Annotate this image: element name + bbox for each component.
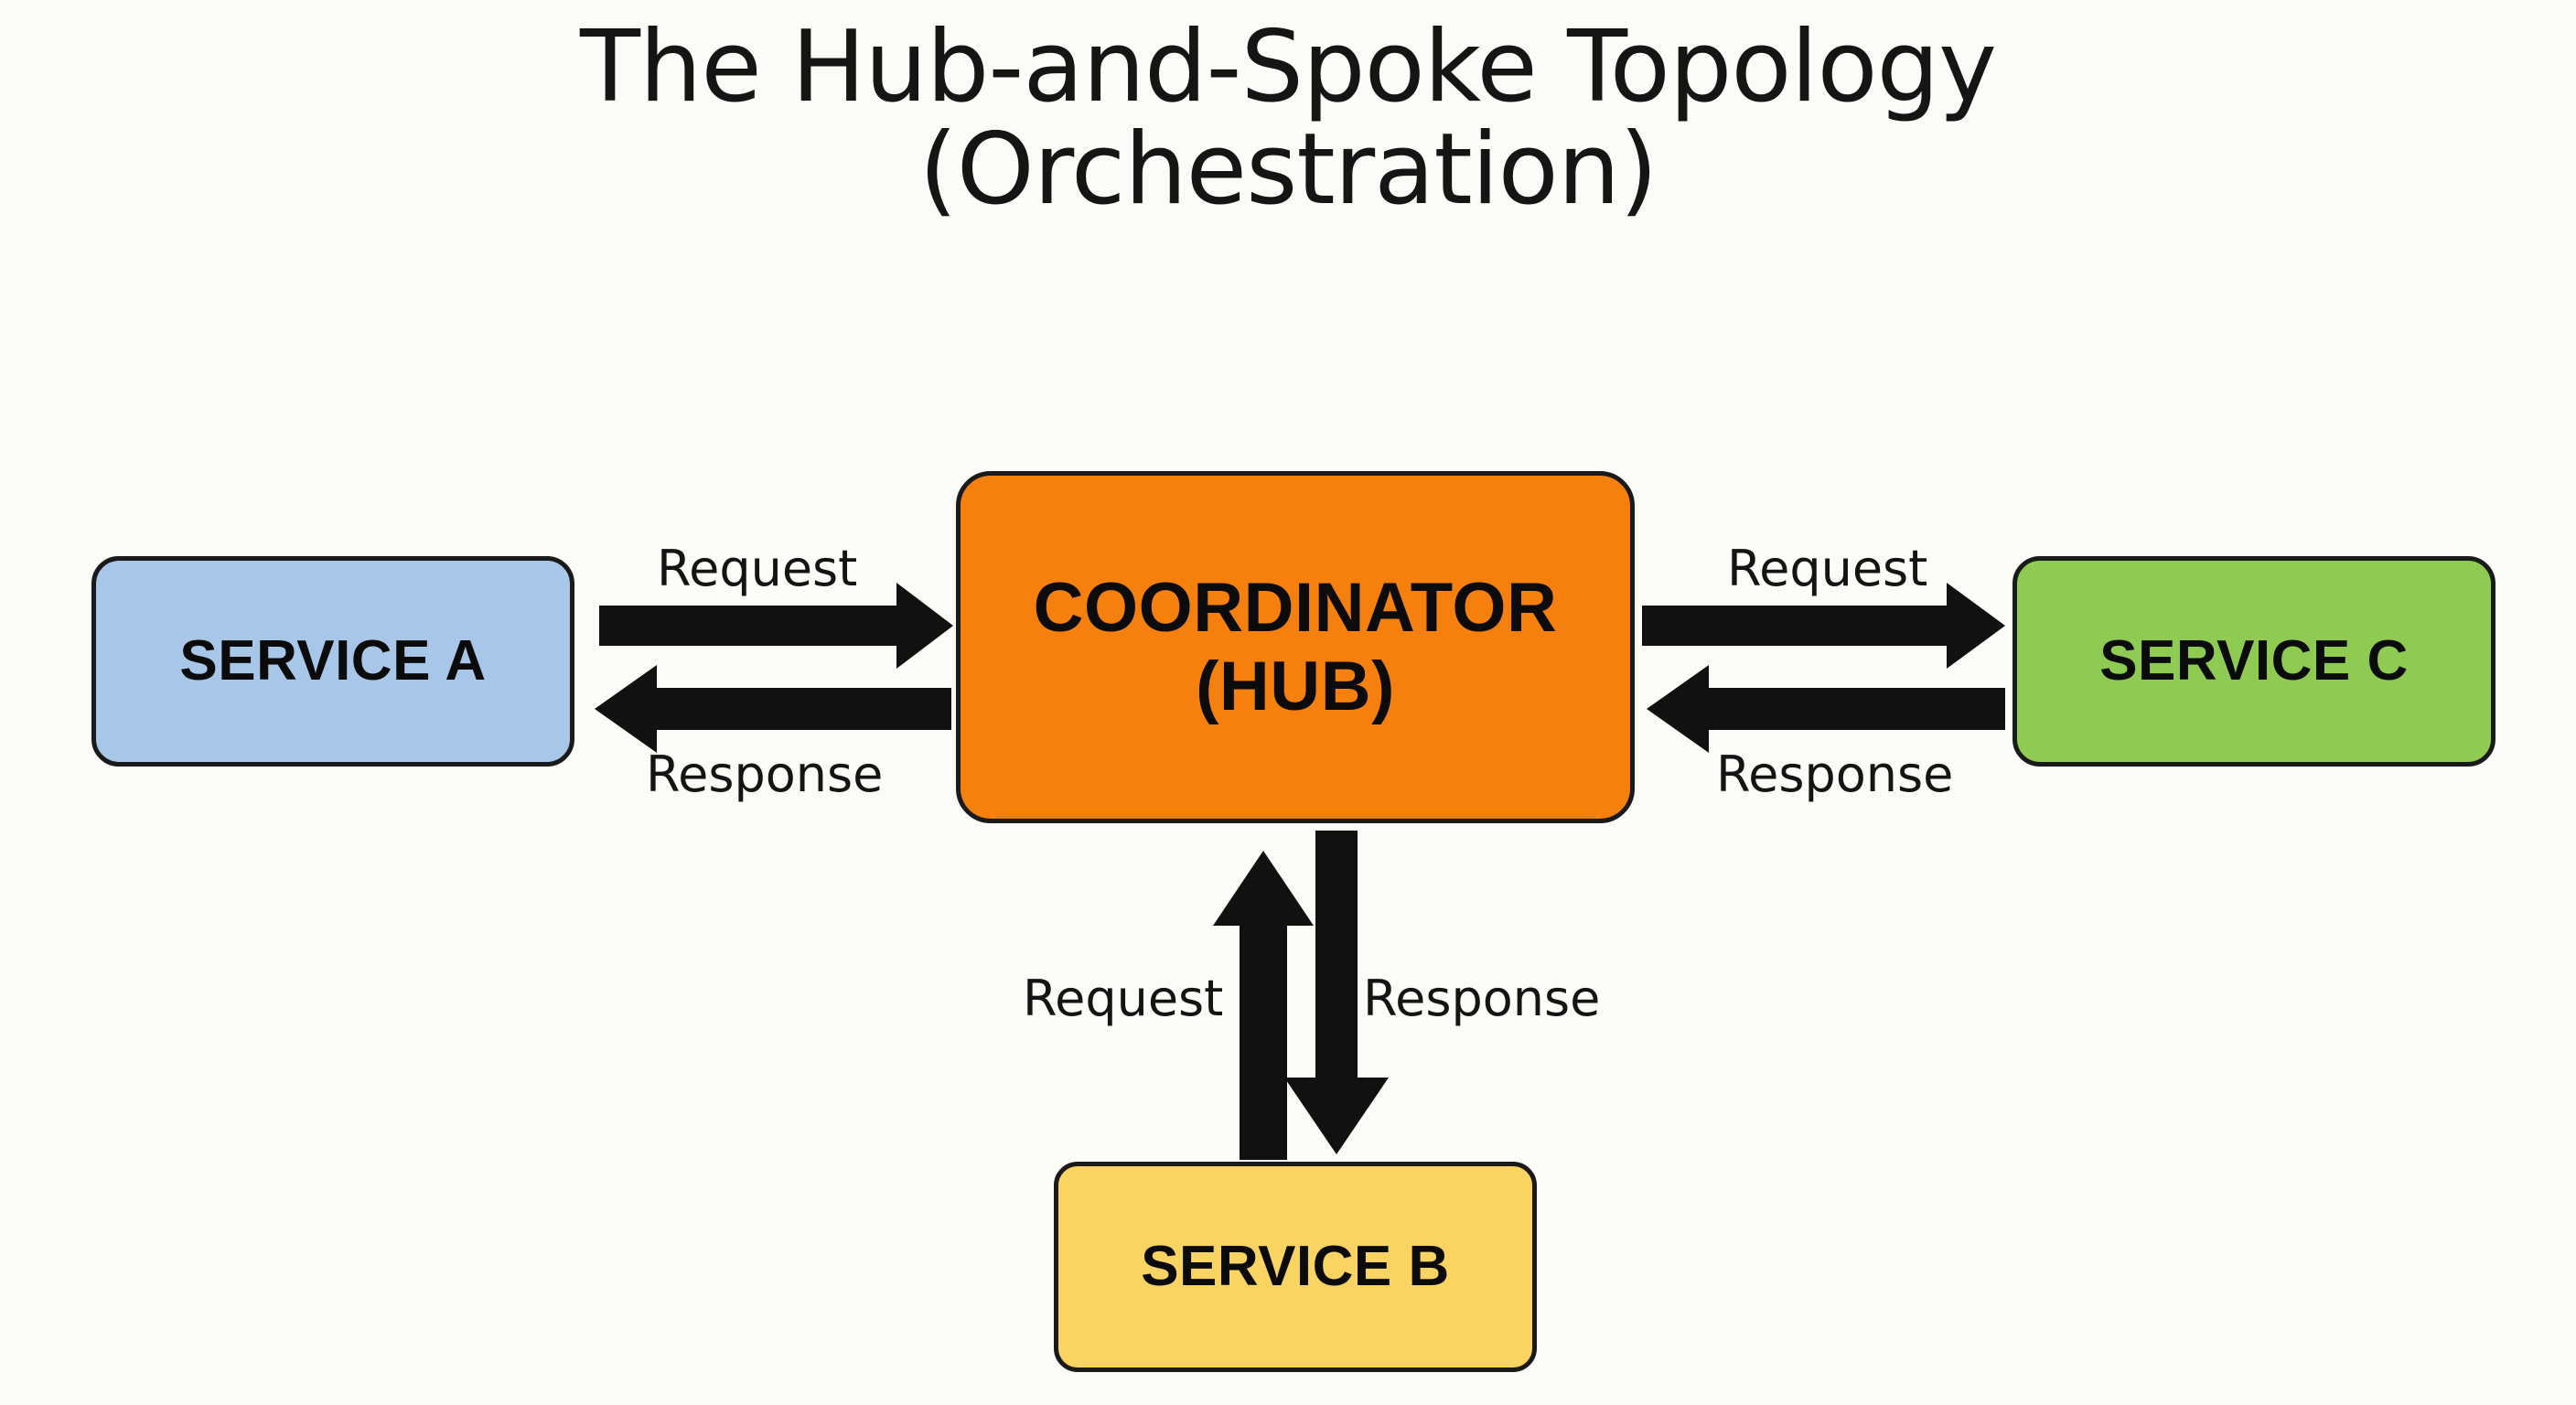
title-line-1: The Hub-and-Spoke Topology [579,10,1997,124]
edge-label-c-request: Request [1727,540,1928,597]
edge-label-a-response: Response [646,745,884,803]
node-service-a[interactable]: SERVICE A [91,556,574,767]
edge-label-c-response: Response [1716,745,1954,803]
node-coordinator-hub[interactable]: COORDINATOR (HUB) [956,471,1635,823]
diagram-title: The Hub-and-Spoke Topology (Orchestratio… [0,16,2576,222]
node-service-b[interactable]: SERVICE B [1054,1162,1537,1372]
node-coordinator-label: COORDINATOR (HUB) [1033,569,1558,725]
arrow-a-response [595,665,951,753]
arrow-c-response [1647,665,2005,753]
arrow-b-request [1213,851,1314,1160]
node-service-c[interactable]: SERVICE C [2012,556,2496,767]
node-service-c-label: SERVICE C [2099,629,2409,693]
node-service-b-label: SERVICE B [1141,1235,1450,1299]
title-line-2: (Orchestration) [918,113,1658,228]
edge-label-b-request: Request [1023,970,1224,1027]
node-service-a-label: SERVICE A [179,629,487,693]
edge-label-a-request: Request [657,540,858,597]
edge-label-b-response: Response [1363,970,1601,1027]
